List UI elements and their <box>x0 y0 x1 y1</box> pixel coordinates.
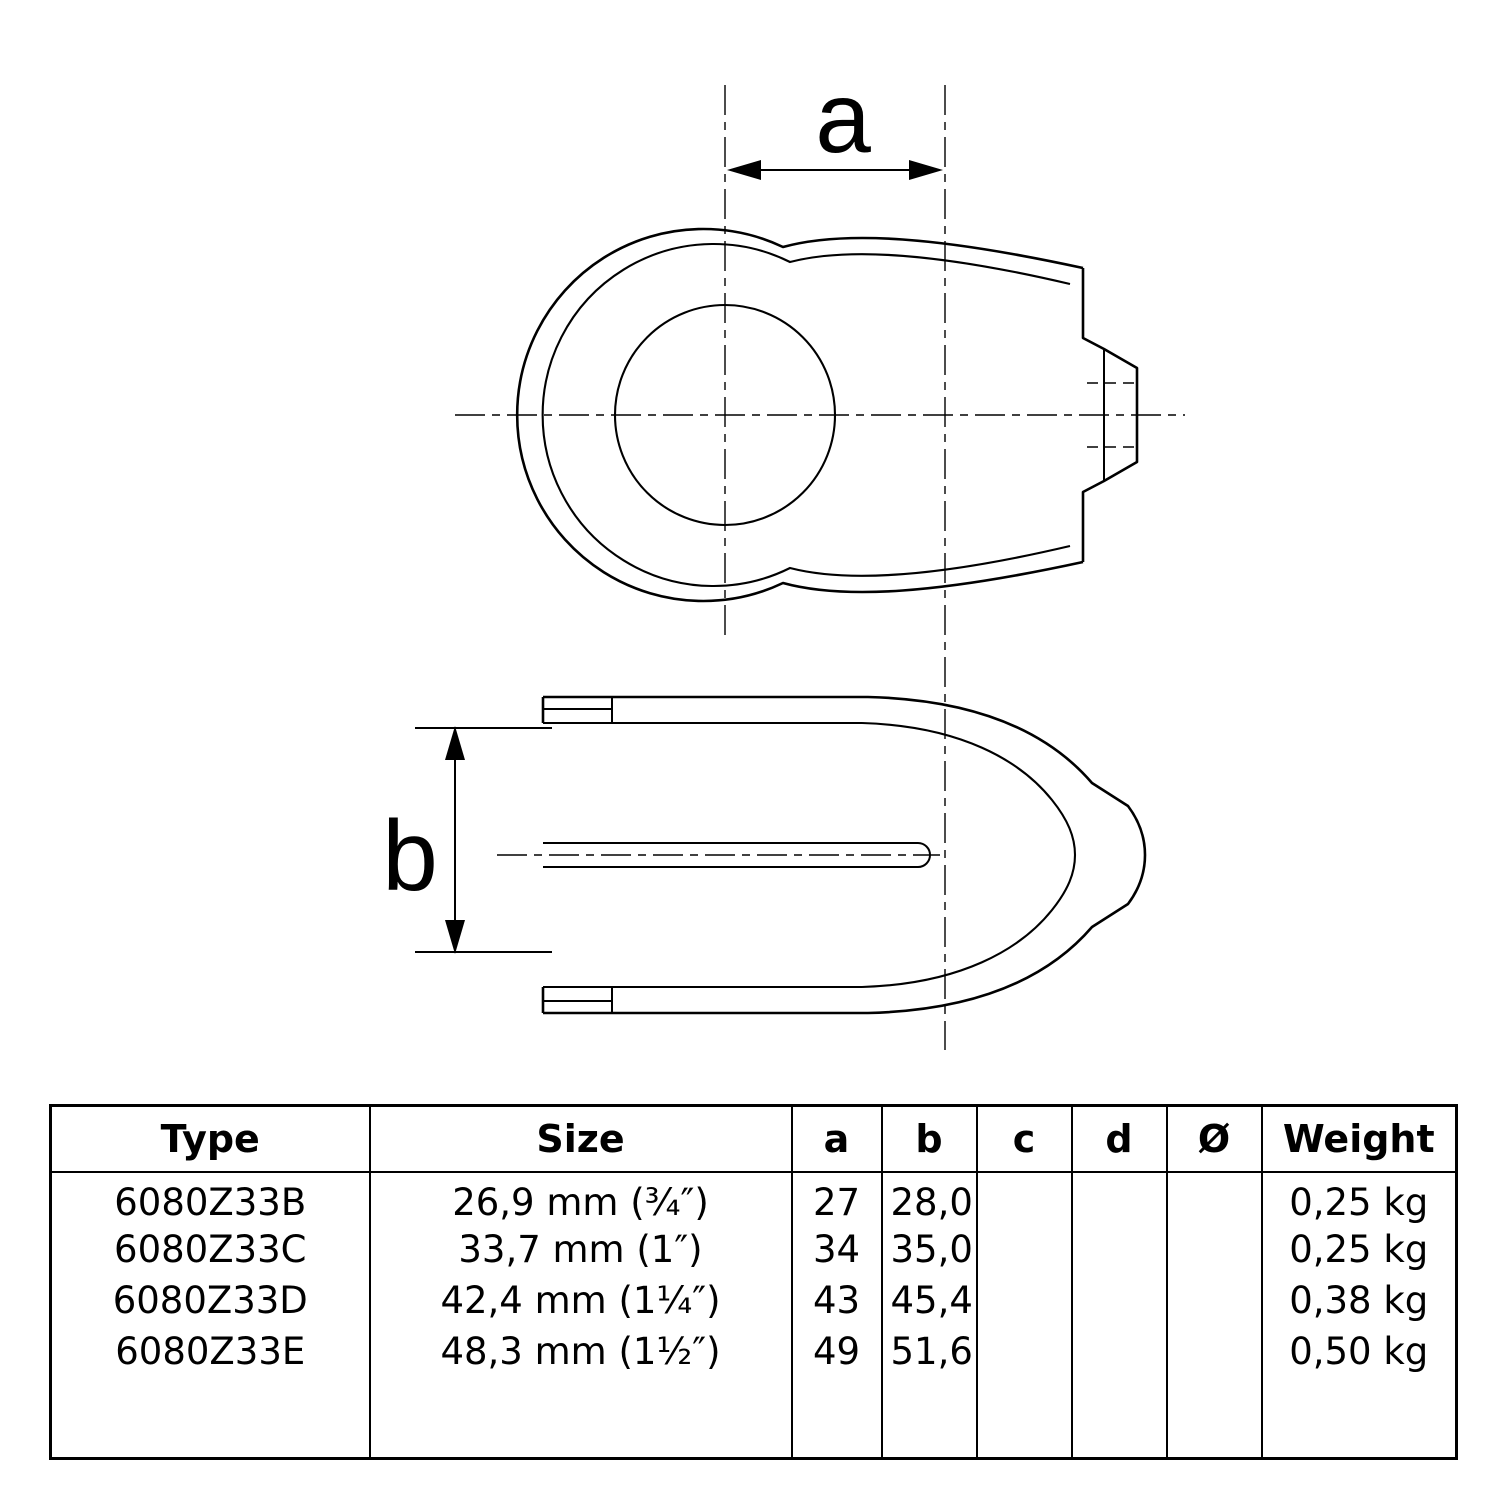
cell-diameter <box>1165 1275 1263 1326</box>
side-view-inner-end-contour <box>861 721 1077 989</box>
cell-c <box>975 1224 1073 1275</box>
cell-d <box>1070 1172 1168 1224</box>
cell-a: 34 <box>790 1224 883 1275</box>
dimension-b: b <box>382 726 552 954</box>
top-view <box>515 227 1139 603</box>
table-filler-row <box>49 1377 1458 1459</box>
cell-type: 6080Z33C <box>49 1224 371 1275</box>
cell-diameter <box>1165 1172 1263 1224</box>
side-view-outer-outline <box>543 695 1147 1015</box>
cell-weight: 0,25 kg <box>1260 1224 1458 1275</box>
cell-type: 6080Z33B <box>49 1172 371 1224</box>
cell-c <box>975 1275 1073 1326</box>
top-view-bore-circle <box>613 303 837 527</box>
cell-size: 26,9 mm (¾″) <box>368 1172 793 1224</box>
filler-cell <box>975 1377 1073 1459</box>
cell-type: 6080Z33D <box>49 1275 371 1326</box>
cell-size: 33,7 mm (1″) <box>368 1224 793 1275</box>
dimension-b-arrow-up <box>445 726 465 760</box>
cell-b: 45,4 <box>880 1275 978 1326</box>
cell-diameter <box>1165 1326 1263 1377</box>
side-view <box>541 695 1147 1015</box>
table-row: 6080Z33E 48,3 mm (1½″) 49 51,6 0,50 kg <box>49 1326 1458 1377</box>
col-header-type: Type <box>49 1105 371 1173</box>
cell-d <box>1070 1224 1168 1275</box>
cell-size: 48,3 mm (1½″) <box>368 1326 793 1377</box>
cell-type: 6080Z33E <box>49 1326 371 1377</box>
col-header-c: c <box>975 1105 1073 1173</box>
spec-table: Type Size a b c d Ø Weight 6080Z33B 26,9… <box>49 1104 1458 1460</box>
col-header-weight: Weight <box>1260 1105 1458 1173</box>
table-row: 6080Z33B 26,9 mm (¾″) 27 28,0 0,25 kg <box>49 1172 1458 1224</box>
cell-a: 49 <box>790 1326 883 1377</box>
top-view-right-edge-socket <box>1081 268 1139 562</box>
cell-c <box>975 1326 1073 1377</box>
filler-cell <box>880 1377 978 1459</box>
cell-b: 35,0 <box>880 1224 978 1275</box>
dimension-a-arrow-left <box>727 160 761 180</box>
header-row: Type Size a b c d Ø Weight <box>49 1105 1458 1173</box>
col-header-a: a <box>790 1105 883 1173</box>
dimension-b-arrow-down <box>445 920 465 954</box>
dimension-a-label: a <box>815 62 871 174</box>
cell-weight: 0,25 kg <box>1260 1172 1458 1224</box>
table-row: 6080Z33C 33,7 mm (1″) 34 35,0 0,25 kg <box>49 1224 1458 1275</box>
cell-d <box>1070 1275 1168 1326</box>
col-header-d: d <box>1070 1105 1168 1173</box>
filler-cell <box>368 1377 793 1459</box>
dimension-b-label: b <box>382 800 438 912</box>
col-header-b: b <box>880 1105 978 1173</box>
cell-weight: 0,38 kg <box>1260 1275 1458 1326</box>
dimension-a: a <box>727 62 943 180</box>
fitting-drawing: a b <box>382 62 1185 1050</box>
table-row: 6080Z33D 42,4 mm (1¼″) 43 45,4 0,38 kg <box>49 1275 1458 1326</box>
cell-diameter <box>1165 1224 1263 1275</box>
filler-cell <box>1165 1377 1263 1459</box>
top-view-inner-contour <box>541 242 1071 588</box>
cell-b: 51,6 <box>880 1326 978 1377</box>
cell-d <box>1070 1326 1168 1377</box>
col-header-size: Size <box>368 1105 793 1173</box>
cell-weight: 0,50 kg <box>1260 1326 1458 1377</box>
cell-a: 27 <box>790 1172 883 1224</box>
top-view-outer-outline <box>515 227 1084 603</box>
cell-c <box>975 1172 1073 1224</box>
filler-cell <box>790 1377 883 1459</box>
cell-b: 28,0 <box>880 1172 978 1224</box>
filler-cell <box>1070 1377 1168 1459</box>
col-header-diameter: Ø <box>1165 1105 1263 1173</box>
side-view-slot-end-cap <box>917 842 931 868</box>
cell-a: 43 <box>790 1275 883 1326</box>
cell-size: 42,4 mm (1¼″) <box>368 1275 793 1326</box>
dimension-a-arrow-right <box>909 160 943 180</box>
filler-cell <box>49 1377 371 1459</box>
filler-cell <box>1260 1377 1458 1459</box>
